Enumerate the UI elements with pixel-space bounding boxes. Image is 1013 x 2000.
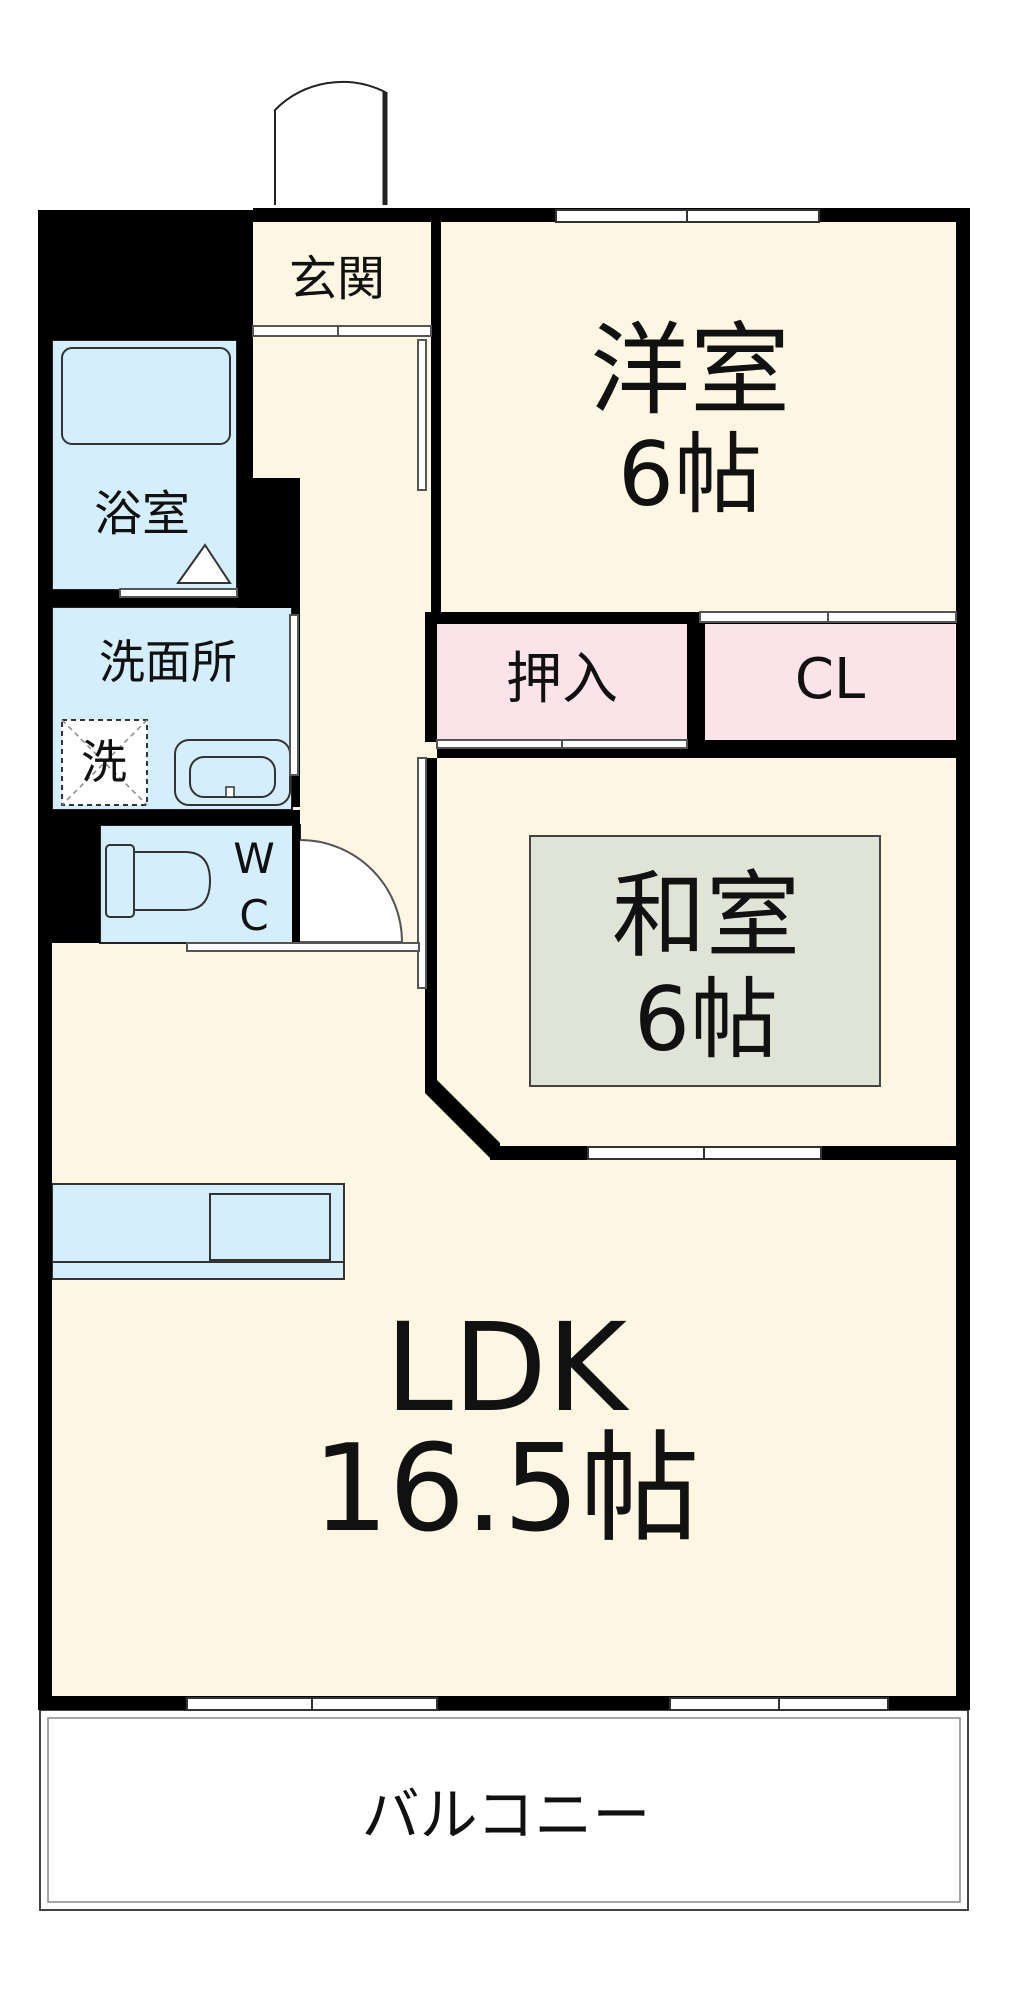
oshiire-area — [435, 622, 687, 742]
tatami-area — [529, 835, 881, 1087]
western-room-name: 洋室 — [590, 312, 790, 429]
bath-triangle — [176, 543, 232, 584]
ldk-name: LDK — [385, 1297, 630, 1439]
washer-label: 洗 — [81, 735, 127, 789]
windows — [186, 209, 889, 1711]
balcony-label: バルコニー — [362, 1781, 651, 1849]
bath-label: 浴室 — [94, 486, 190, 542]
entrance-door — [274, 80, 388, 205]
toilet-label-w: W — [233, 834, 275, 883]
door-lines — [119, 325, 957, 989]
toilet-label-c: C — [239, 891, 268, 940]
closet-area — [705, 616, 955, 740]
bathtub — [61, 347, 231, 445]
kitchen-sink — [209, 1193, 331, 1261]
entrance-label: 玄関 — [289, 251, 385, 307]
toilet-bowl — [133, 851, 212, 911]
closet-label: CL — [795, 647, 865, 712]
toilet-tank — [105, 844, 135, 918]
oshiire-label: 押入 — [506, 647, 618, 712]
ldk-size: 16.5帖 — [312, 1420, 699, 1559]
japanese-room-name: 和室 — [612, 862, 800, 971]
washroom-label: 洗面所 — [99, 635, 237, 689]
balcony-area — [39, 1709, 969, 1911]
japanese-room-size: 6帖 — [634, 968, 778, 1071]
western-room-size: 6帖 — [618, 423, 762, 526]
